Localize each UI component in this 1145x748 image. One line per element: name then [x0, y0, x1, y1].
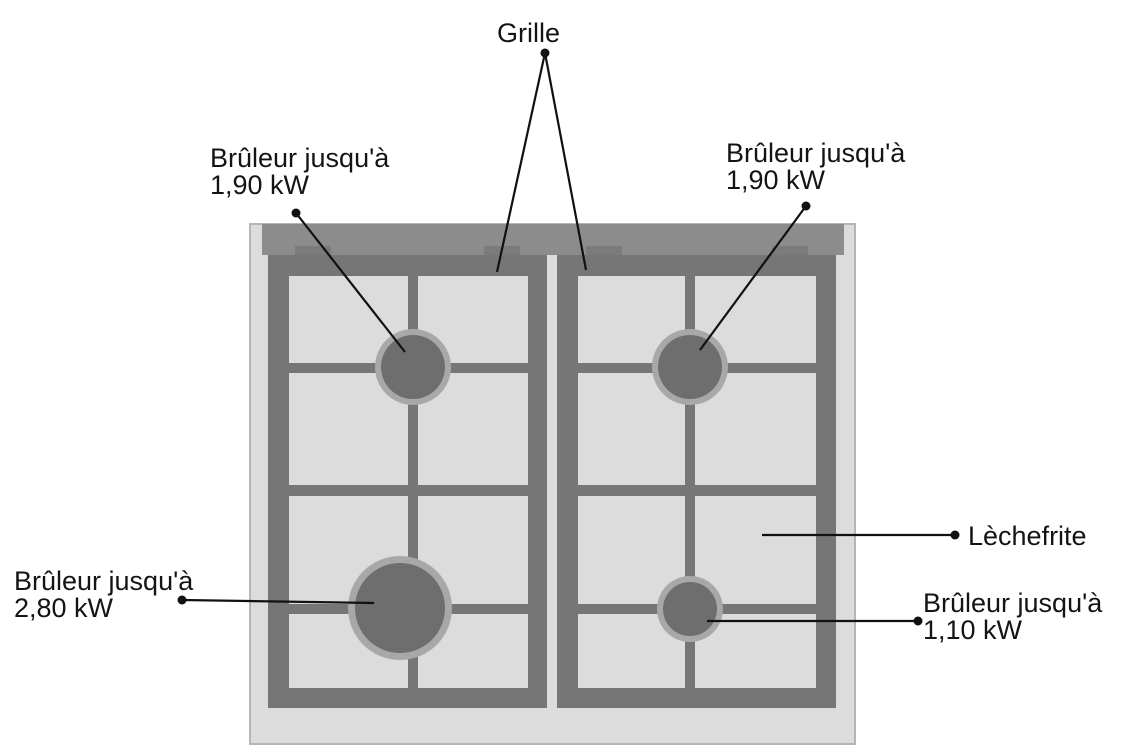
right-grille-bar-h — [557, 485, 836, 496]
leader-top-right — [699, 205, 807, 351]
leader-dot-bottom-left — [177, 595, 187, 605]
label-burner-bottom-right-line1: Brûleur jusqu'à — [923, 588, 1103, 618]
label-lechefrite: Lèchefrite — [968, 521, 1087, 551]
label-burner-top-right-line1: Brûleur jusqu'à — [726, 138, 906, 168]
label-burner-bottom-left-line2: 2,80 kW — [14, 593, 114, 623]
burner-top-left — [375, 329, 451, 405]
left-grille-bar-v — [408, 255, 418, 708]
burner-bottom-left — [348, 556, 452, 660]
back-rail — [262, 224, 844, 255]
label-burner-top-right-line2: 1,90 kW — [726, 165, 826, 195]
hob-body — [249, 223, 856, 745]
leader-dot-top-left — [291, 208, 301, 218]
leader-dot-grille — [540, 48, 550, 58]
hob-surface — [249, 223, 856, 745]
label-burner-top-left-line1: Brûleur jusqu'à — [210, 143, 390, 173]
right-grille-bar-v — [685, 255, 695, 708]
label-burner-bottom-left-line1: Brûleur jusqu'à — [14, 566, 194, 596]
leader-dot-bottom-right — [913, 616, 923, 626]
leader-lines — [177, 48, 960, 626]
label-burner-bottom-right-line2: 1,10 kW — [923, 615, 1023, 645]
label-grille: Grille — [497, 18, 560, 48]
burner-bottom-right — [657, 576, 723, 642]
leader-dot-top-right — [801, 201, 811, 211]
leader-bottom-left — [181, 598, 375, 605]
label-burner-top-left-line2: 1,90 kW — [210, 170, 310, 200]
leader-dot-lechefrite — [950, 530, 960, 540]
burner-top-right — [652, 329, 728, 405]
left-grille-bar-h — [268, 485, 547, 496]
leader-grille-right — [543, 52, 588, 271]
leader-top-left — [295, 212, 406, 353]
leader-grille-left — [495, 52, 547, 273]
